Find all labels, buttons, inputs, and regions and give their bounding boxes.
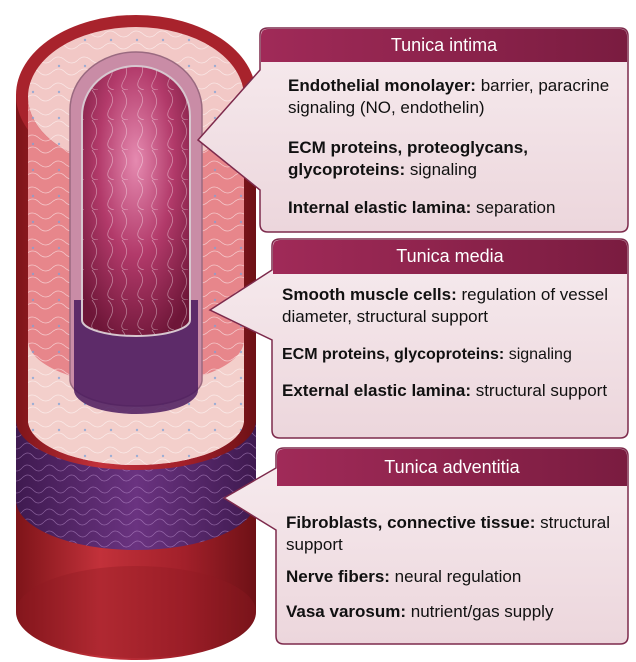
item-term: Nerve fibers: [286,567,390,586]
callout-item: Vasa varosum: nutrient/gas supply [286,601,622,623]
callout-item: Nerve fibers: neural regulation [286,566,622,588]
item-term: Smooth muscle cells: [282,285,457,304]
item-text: nutrient/gas supply [406,602,553,621]
callout-item: Smooth muscle cells: regulation of vesse… [282,284,622,328]
callout-item: Internal elastic lamina: separation [288,197,620,219]
item-term: Vasa varosum: [286,602,406,621]
item-term: External elastic lamina: [282,381,471,400]
callout-item: Endothelial monolayer: barrier, paracrin… [288,75,620,119]
callout-item: Fibroblasts, connective tissue: structur… [286,512,622,556]
item-text: separation [471,198,555,217]
item-term: Internal elastic lamina: [288,198,471,217]
callout-item: ECM proteins, glycoproteins: signaling [282,344,626,366]
callout-item: ECM proteins, proteoglycans, glycoprotei… [288,137,620,181]
item-term: ECM proteins, glycoproteins: [282,346,504,363]
callout-title: Tunica intima [262,35,626,56]
item-text: signaling [504,346,572,363]
intima-layer [70,52,202,414]
item-term: Endothelial monolayer: [288,76,476,95]
callout-item: External elastic lamina: structural supp… [282,380,622,402]
item-text: structural support [471,381,607,400]
callout-title: Tunica media [274,246,626,267]
item-text: neural regulation [390,567,521,586]
callout-title: Tunica adventitia [278,457,626,478]
callout-media-box [210,239,628,438]
item-term: Fibroblasts, connective tissue: [286,513,535,532]
item-text: signaling [405,160,477,179]
